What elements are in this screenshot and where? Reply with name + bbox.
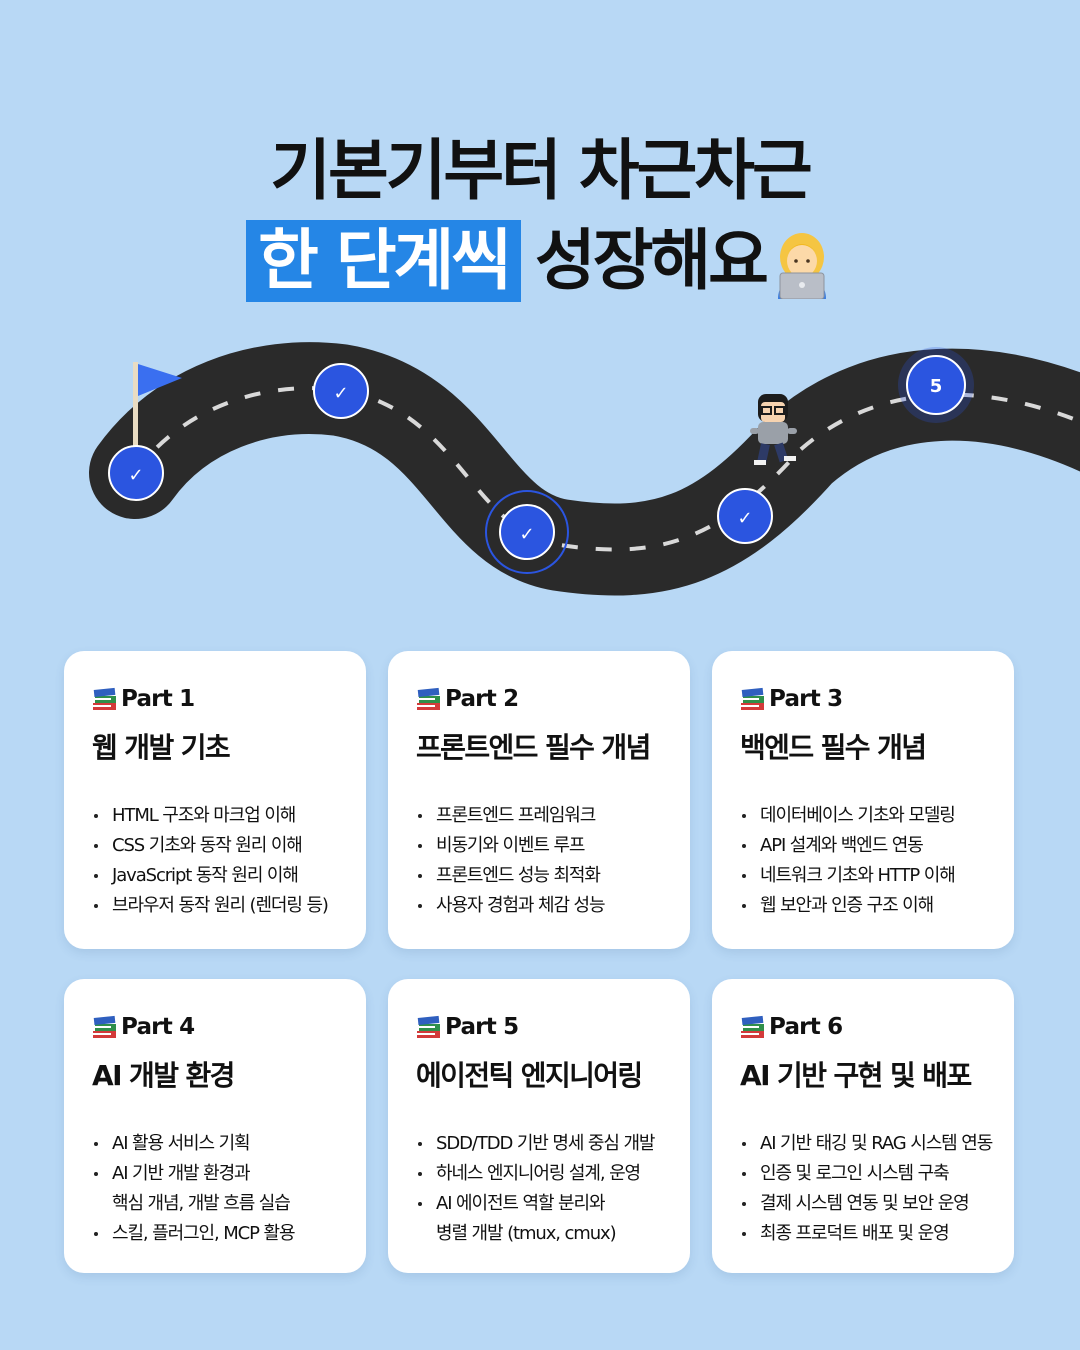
books-icon bbox=[417, 1015, 440, 1038]
svg-text:✓: ✓ bbox=[519, 524, 534, 545]
part-card-5: Part 5 에이전틱 엔지니어링 SDD/TDD 기반 명세 중심 개발 하네… bbox=[388, 979, 690, 1273]
list-item: 프론트엔드 성능 최적화 bbox=[416, 861, 664, 891]
part-label: Part 2 bbox=[416, 685, 664, 713]
roadmap-step-4: ✓ bbox=[717, 488, 773, 544]
list-item: 하네스 엔지니어링 설계, 운영 bbox=[416, 1159, 664, 1189]
list-item: 브라우저 동작 원리 (렌더링 등) bbox=[92, 891, 340, 921]
svg-text:✓: ✓ bbox=[333, 383, 348, 404]
part-title: AI 기반 구현 및 배포 bbox=[740, 1059, 972, 1092]
part-title: 에이전틱 엔지니어링 bbox=[416, 1059, 643, 1092]
part-card-2: Part 2 프론트엔드 필수 개념 프론트엔드 프레임워크 비동기와 이벤트 … bbox=[388, 651, 690, 949]
part-label: Part 1 bbox=[92, 685, 340, 713]
list-item-continued: 핵심 개념, 개발 흐름 실습 bbox=[112, 1193, 291, 1214]
part-title: 웹 개발 기초 bbox=[92, 731, 231, 764]
headline: 기본기부터 차근차근 한 단계씩 성장해요 bbox=[0, 128, 1080, 304]
list-item: 프론트엔드 프레임워크 bbox=[416, 801, 664, 831]
list-item: AI 기반 태깅 및 RAG 시스템 연동 bbox=[740, 1129, 993, 1159]
list-item: 웹 보안과 인증 구조 이해 bbox=[740, 891, 988, 921]
woman-technologist-emoji-icon bbox=[777, 233, 826, 299]
books-icon bbox=[93, 1015, 116, 1038]
books-icon bbox=[417, 687, 440, 710]
part-topic-list: HTML 구조와 마크업 이해 CSS 기초와 동작 원리 이해 JavaScr… bbox=[92, 801, 340, 921]
part-label: Part 4 bbox=[92, 1013, 340, 1041]
list-item: AI 에이전트 역할 분리와 bbox=[416, 1189, 664, 1219]
list-item: 네트워크 기초와 HTTP 이해 bbox=[740, 861, 988, 891]
headline-rest: 성장해요 bbox=[534, 222, 769, 299]
headline-highlight: 한 단계씩 bbox=[246, 220, 521, 302]
part-title: AI 개발 환경 bbox=[92, 1059, 235, 1092]
part-label: Part 5 bbox=[416, 1013, 664, 1041]
part-card-1: Part 1 웹 개발 기초 HTML 구조와 마크업 이해 CSS 기초와 동… bbox=[64, 651, 366, 949]
list-item: SDD/TDD 기반 명세 중심 개발 bbox=[416, 1129, 664, 1159]
part-topic-list: AI 기반 태깅 및 RAG 시스템 연동 인증 및 로그인 시스템 구축 결제… bbox=[740, 1129, 993, 1249]
list-item: 결제 시스템 연동 및 보안 운영 bbox=[740, 1189, 988, 1219]
roadmap-step-3: ✓ bbox=[485, 490, 569, 574]
list-item: 사용자 경험과 체감 성능 bbox=[416, 891, 664, 921]
roadmap-step-2: ✓ bbox=[313, 363, 369, 419]
list-item: 인증 및 로그인 시스템 구축 bbox=[740, 1159, 988, 1189]
part-title: 프론트엔드 필수 개념 bbox=[416, 731, 651, 764]
headline-line-2: 한 단계씩 성장해요 bbox=[0, 218, 1080, 304]
books-icon bbox=[741, 687, 764, 710]
part-card-6: Part 6 AI 기반 구현 및 배포 AI 기반 태깅 및 RAG 시스템 … bbox=[712, 979, 1014, 1273]
list-item: API 설계와 백엔드 연동 bbox=[740, 831, 988, 861]
list-item: AI 기반 개발 환경과 bbox=[92, 1159, 340, 1189]
list-item: AI 활용 서비스 기획 bbox=[92, 1129, 340, 1159]
part-topic-list: AI 활용 서비스 기획 AI 기반 개발 환경과 핵심 개념, 개발 흐름 실… bbox=[92, 1129, 340, 1249]
roadmap-step-current: 5 bbox=[898, 347, 974, 423]
flag-icon bbox=[133, 362, 182, 474]
part-card-4: Part 4 AI 개발 환경 AI 활용 서비스 기획 AI 기반 개발 환경… bbox=[64, 979, 366, 1273]
road-center-line bbox=[133, 386, 1080, 552]
roadmap-illustration: ✓ ✓ ✓ ✓ 5 bbox=[89, 342, 1080, 596]
list-item: 비동기와 이벤트 루프 bbox=[416, 831, 664, 861]
part-title: 백엔드 필수 개념 bbox=[740, 731, 927, 764]
walking-character-icon bbox=[750, 394, 797, 465]
part-card-3: Part 3 백엔드 필수 개념 데이터베이스 기초와 모델링 API 설계와 … bbox=[712, 651, 1014, 949]
list-item: 스킬, 플러그인, MCP 활용 bbox=[92, 1219, 340, 1249]
list-item: 데이터베이스 기초와 모델링 bbox=[740, 801, 988, 831]
svg-text:✓: ✓ bbox=[128, 465, 143, 486]
svg-text:✓: ✓ bbox=[737, 508, 752, 529]
curriculum-grid: Part 1 웹 개발 기초 HTML 구조와 마크업 이해 CSS 기초와 동… bbox=[64, 651, 1016, 1273]
list-item: CSS 기초와 동작 원리 이해 bbox=[92, 831, 340, 861]
part-topic-list: 데이터베이스 기초와 모델링 API 설계와 백엔드 연동 네트워크 기초와 H… bbox=[740, 801, 988, 921]
books-icon bbox=[741, 1015, 764, 1038]
books-icon bbox=[93, 687, 116, 710]
part-label: Part 3 bbox=[740, 685, 988, 713]
list-item: HTML 구조와 마크업 이해 bbox=[92, 801, 340, 831]
list-item-continued: 병렬 개발 (tmux, cmux) bbox=[436, 1223, 617, 1244]
svg-text:5: 5 bbox=[930, 376, 943, 397]
part-label: Part 6 bbox=[740, 1013, 988, 1041]
list-item: JavaScript 동작 원리 이해 bbox=[92, 861, 340, 891]
part-topic-list: 프론트엔드 프레임워크 비동기와 이벤트 루프 프론트엔드 성능 최적화 사용자… bbox=[416, 801, 664, 921]
roadmap-step-1: ✓ bbox=[108, 445, 164, 501]
list-item: 최종 프로덕트 배포 및 운영 bbox=[740, 1219, 988, 1249]
part-topic-list: SDD/TDD 기반 명세 중심 개발 하네스 엔지니어링 설계, 운영 AI … bbox=[416, 1129, 664, 1249]
headline-line-1: 기본기부터 차근차근 bbox=[270, 132, 812, 209]
